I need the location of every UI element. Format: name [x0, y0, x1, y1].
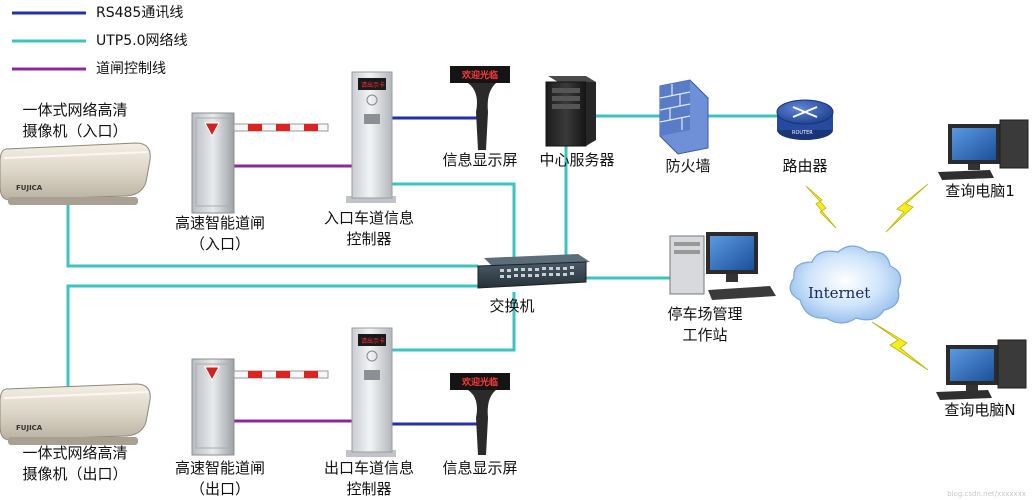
- display-in-label: 信息显示屏: [442, 151, 518, 169]
- camera-in-brand: FUJICA: [16, 184, 43, 192]
- display-out-label: 信息显示屏: [442, 459, 518, 477]
- kiosk-out-screen: 请出示卡: [361, 337, 385, 345]
- camera-out: FUJICA: [0, 383, 151, 445]
- pc-n-label: 查询电脑N: [944, 401, 1016, 419]
- controller-in-label: 入口车道信息 控制器: [304, 208, 434, 250]
- barrier-out-label: 高速智能道闸 （出口）: [150, 458, 290, 500]
- controller-in-label-line2: 控制器: [346, 230, 392, 248]
- barrier-out-label-line1: 高速智能道闸: [174, 459, 265, 477]
- controller-in-label-line1: 入口车道信息: [323, 209, 414, 227]
- watermark: blog.csdn.net/xxxxxxx: [947, 490, 1026, 498]
- lightning-router-cloud-icon: [805, 185, 837, 229]
- controller-out-label: 出口车道信息 控制器: [304, 458, 434, 500]
- kiosk-in-screen: 请出示卡: [361, 81, 385, 89]
- lightning-pc1-cloud-icon: [885, 183, 929, 233]
- router: ROUTER: [776, 99, 834, 140]
- internet-cloud: Internet: [789, 245, 902, 324]
- legend-label-rs485: RS485通讯线: [96, 5, 184, 21]
- barrier-in-label-line1: 高速智能道闸: [174, 214, 265, 232]
- legend-label-utp: UTP5.0网络线: [96, 33, 188, 49]
- display-in-board-text: 欢迎光临: [461, 69, 498, 81]
- display-in: 欢迎光临: [450, 66, 510, 150]
- workstation-label: 停车场管理 工作站: [650, 304, 760, 346]
- barrier-in: [191, 112, 329, 214]
- barrier-out-label-line2: （出口）: [189, 480, 250, 498]
- switch-label: 交换机: [489, 297, 535, 315]
- wireless-links: [805, 183, 929, 371]
- workstation: [669, 232, 776, 300]
- legend-label-control: 道闸控制线: [96, 61, 166, 77]
- barrier-in-label: 高速智能道闸 （入口）: [150, 213, 290, 255]
- router-label: 路由器: [782, 157, 828, 175]
- barrier-in-label-line2: （入口）: [189, 235, 250, 253]
- camera-in-label-line2: 摄像机（入口）: [22, 122, 128, 140]
- firewall-label: 防火墙: [665, 157, 711, 175]
- server-label: 中心服务器: [539, 151, 615, 169]
- camera-in-label: 一体式网络高清 摄像机（入口）: [2, 100, 148, 142]
- camera-out-brand: FUJICA: [16, 424, 43, 432]
- controller-out: 请出示卡: [346, 327, 396, 457]
- server: [545, 76, 596, 147]
- camera-out-label-line1: 一体式网络高清: [22, 444, 128, 462]
- firewall: [659, 79, 709, 155]
- controller-in: 请出示卡: [346, 71, 396, 203]
- pc-n: [936, 339, 1027, 400]
- workstation-label-line1: 停车场管理: [667, 305, 743, 323]
- display-out-board-text: 欢迎光临: [461, 376, 498, 388]
- internet-label: Internet: [808, 284, 870, 302]
- router-brand: ROUTER: [792, 130, 813, 136]
- rs485-lines: [392, 116, 478, 426]
- control-lines: [234, 164, 352, 423]
- camera-in-label-line1: 一体式网络高清: [22, 101, 128, 119]
- pc-1-label: 查询电脑1: [945, 182, 1015, 200]
- lightning-cloud-pcn-icon: [871, 321, 929, 371]
- camera-out-label-line2: 摄像机（出口）: [22, 465, 128, 483]
- pc-1: [938, 119, 1029, 180]
- controller-out-label-line1: 出口车道信息: [323, 459, 414, 477]
- camera-out-label: 一体式网络高清 摄像机（出口）: [2, 443, 148, 485]
- camera-in: FUJICA: [0, 142, 151, 205]
- controller-out-label-line2: 控制器: [346, 480, 392, 498]
- workstation-label-line2: 工作站: [682, 326, 728, 344]
- barrier-out: [191, 358, 329, 456]
- display-out: 欢迎光临: [450, 373, 510, 455]
- switch: [477, 254, 590, 289]
